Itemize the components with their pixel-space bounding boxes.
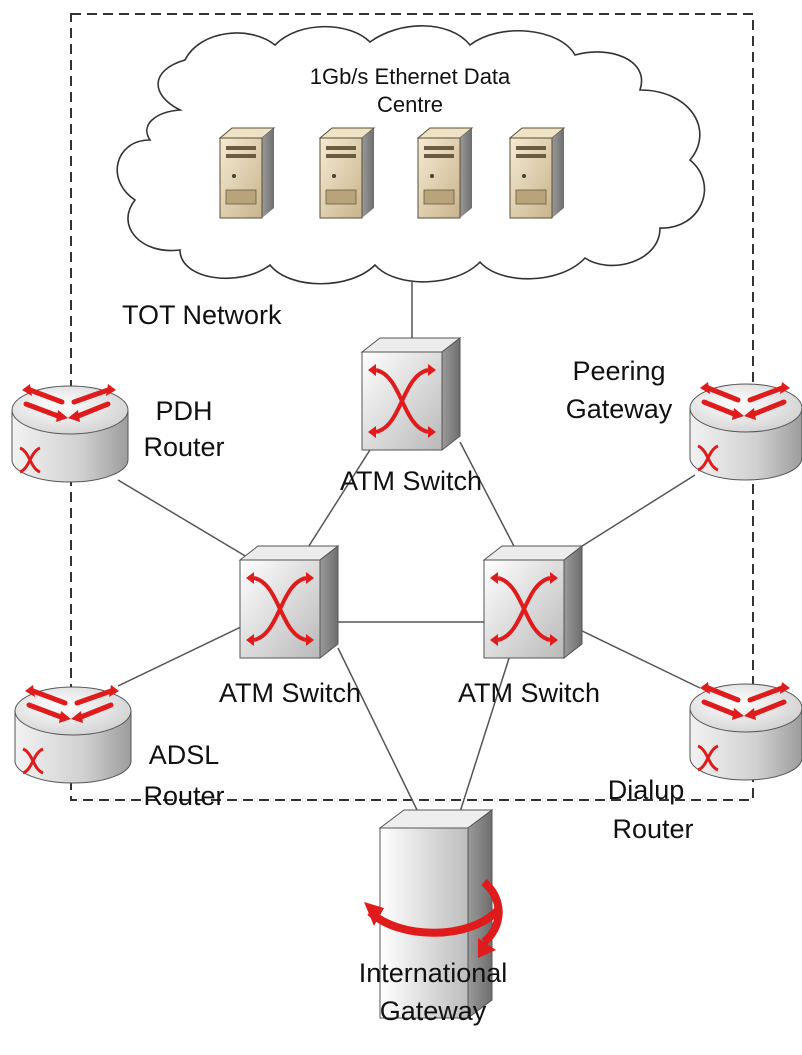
link-top-left-switch	[299, 441, 376, 561]
atm-switch-left	[238, 544, 340, 660]
international-gateway-device	[364, 809, 503, 1019]
server-3	[416, 127, 474, 219]
atm-switch-top-label: ATM Switch	[340, 466, 482, 496]
link-dialup-right-switch	[575, 627, 701, 689]
peering-gateway-label-line1: Peering	[572, 356, 665, 386]
atm-switch-right	[482, 544, 584, 660]
international-gateway-label-line1: International	[359, 958, 508, 988]
data-centre-cloud: 1Gb/s Ethernet Data Centre	[116, 25, 706, 285]
adsl-router	[14, 685, 132, 784]
tot-network-label: TOT Network	[122, 300, 282, 330]
atm-switch-right-label: ATM Switch	[458, 678, 600, 708]
peering-gateway-router	[689, 382, 802, 481]
international-gateway-label-line2: Gateway	[380, 996, 487, 1026]
dialup-router-label-line2: Router	[612, 814, 693, 844]
link-top-right-switch	[459, 441, 518, 553]
peering-gateway-label-line2: Gateway	[566, 394, 673, 424]
link-adsl-left-switch	[117, 624, 246, 687]
adsl-router-label-line1: ADSL	[149, 740, 220, 770]
server-2	[318, 127, 376, 219]
adsl-router-label-line2: Router	[143, 781, 224, 811]
link-pdh-left-switch	[117, 479, 253, 561]
server-4	[508, 127, 566, 219]
atm-switch-top	[360, 336, 462, 452]
pdh-router-label-line2: Router	[143, 432, 224, 462]
link-left-switch-gateway	[337, 647, 419, 813]
pdh-router-label-line1: PDH	[155, 396, 212, 426]
server-1	[218, 127, 276, 219]
link-right-switch-gateway	[459, 651, 512, 813]
dialup-router	[689, 682, 802, 781]
dialup-router-label-line1: Dialup	[608, 775, 685, 805]
atm-switch-left-label: ATM Switch	[219, 678, 361, 708]
cloud-label-line2: Centre	[377, 92, 443, 117]
cloud-label-line1: 1Gb/s Ethernet Data	[310, 64, 511, 89]
pdh-router	[11, 384, 129, 483]
connections	[117, 282, 701, 813]
